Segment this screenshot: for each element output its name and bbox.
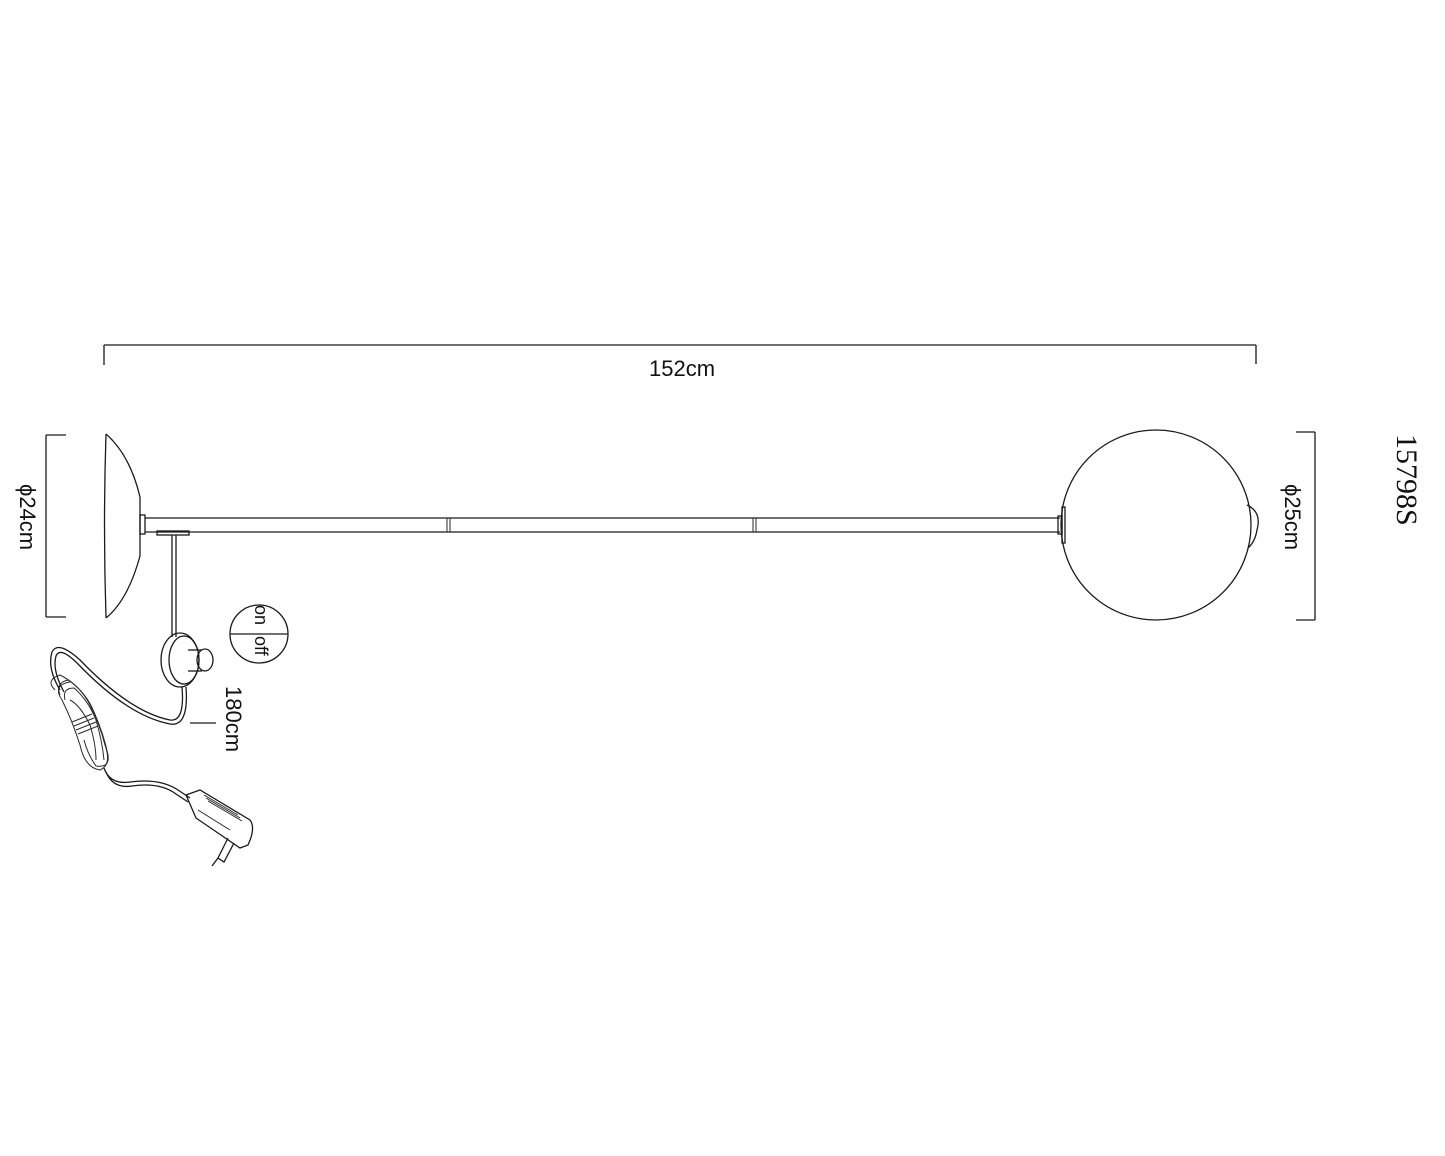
lamp-pole (145, 506, 1066, 544)
on-off-indicator (229, 604, 289, 664)
globe-dimension-bracket (1296, 431, 1316, 621)
switch-off-label: off (251, 636, 271, 656)
globe-diameter-label: ϕ25cm (1280, 484, 1305, 551)
power-cable (49, 646, 191, 803)
cable-mount (156, 530, 190, 637)
model-code-label: 15798S (1390, 434, 1423, 526)
cable-length-label: 180cm (221, 686, 246, 753)
power-adapter (185, 789, 254, 867)
lamp-base (103, 433, 146, 619)
switch-on-label: on (251, 605, 271, 626)
lamp-globe (1060, 429, 1259, 621)
base-diameter-label: ϕ24cm (15, 484, 40, 551)
base-dimension-bracket (45, 434, 66, 618)
overall-length-label: 152cm (649, 356, 716, 381)
length-dimension-line (103, 344, 1257, 365)
foot-switch (160, 632, 214, 688)
